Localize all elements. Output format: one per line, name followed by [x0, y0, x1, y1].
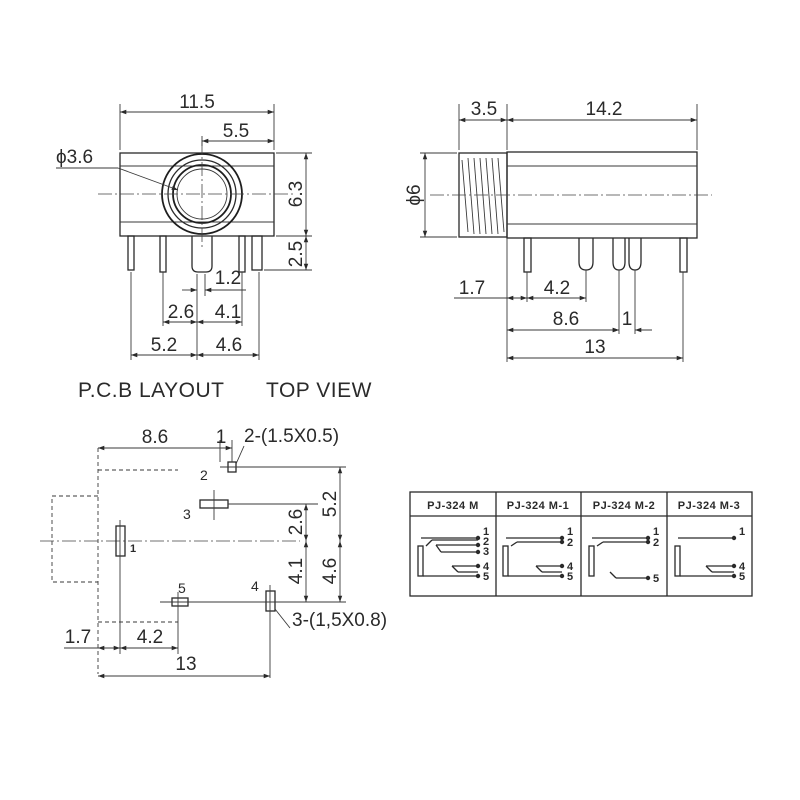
pj324m-pin-2: 2 — [483, 536, 489, 548]
dim-offset-c: 4.1 — [286, 558, 307, 584]
dim-bottom-spacing: 4.2 — [137, 627, 163, 648]
dim-body-length: 14.2 — [586, 99, 623, 120]
dim-hole-diameter: ϕ3.6 — [56, 147, 93, 168]
pj324m-pin-5: 5 — [483, 571, 489, 583]
pj324m-pin-3: 3 — [483, 546, 489, 558]
dim-slot-gap: 1 — [216, 427, 227, 448]
pj324m-1-pin-4: 4 — [567, 561, 574, 573]
pj324m-1-pin-1: 1 — [567, 526, 573, 538]
pcb-pin-5: 5 — [178, 580, 186, 596]
side-view: 3.5 14.2 ϕ6 1.7 4.2 8.6 1 13 — [404, 99, 712, 362]
dim-pin-offset-a: 1.2 — [215, 268, 241, 289]
schematic-pj324m-1: 1 2 4 5 — [502, 526, 574, 583]
dim-pin-pitch-left: 5.2 — [151, 335, 177, 356]
dim-pin-length: 2.5 — [286, 241, 307, 267]
dim-offset-b: 5.2 — [320, 491, 341, 517]
pj324m-3-pin-4: 4 — [739, 561, 746, 573]
pcb-pin-4: 4 — [251, 578, 259, 594]
dim-pin-pitch-right: 4.6 — [216, 335, 242, 356]
pcb-layout: 1 2 3 4 5 8.6 1 2-(1.5X0.5) 2.6 5.2 4.1 — [40, 426, 387, 679]
schematic-pj324m-2: 1 2 5 — [588, 526, 659, 585]
table-header-pj324m-2: PJ-324 M-2 — [593, 500, 655, 512]
schematic-pj324m-3: 1 4 5 — [674, 526, 746, 583]
schematic-pj324m: 1 2 3 4 5 — [417, 526, 490, 583]
dim-body-height: 6.3 — [286, 181, 307, 207]
dim-offset-a: 2.6 — [286, 509, 307, 535]
pj324m-2-pin-2: 2 — [653, 537, 659, 549]
dim-top-length: 8.6 — [142, 427, 168, 448]
dim-pin-span: 13 — [584, 337, 605, 358]
dim-half-width: 5.5 — [223, 121, 249, 142]
wiring-table: PJ-324 M PJ-324 M-1 PJ-324 M-2 PJ-324 M-… — [409, 491, 753, 597]
dim-thread-length: 3.5 — [471, 99, 497, 120]
pj324m-1-pin-5: 5 — [567, 571, 573, 583]
pcb-pin-1: 1 — [130, 543, 136, 555]
dim-front-offset: 1.7 — [459, 278, 485, 299]
table-header-pj324m-3: PJ-324 M-3 — [678, 500, 740, 512]
dim-pin-gap-a: 2.6 — [168, 302, 194, 323]
dim-overall-length: 13 — [175, 654, 196, 675]
pj324m-pin-4: 4 — [483, 561, 490, 573]
pj324m-3-pin-1: 1 — [739, 526, 745, 538]
table-header-pj324m: PJ-324 M — [427, 500, 479, 512]
pj324m-2-pin-1: 1 — [653, 526, 659, 538]
pcb-pin-2: 2 — [200, 467, 208, 483]
table-header-pj324m-1: PJ-324 M-1 — [507, 500, 569, 512]
caption-top-view: TOP VIEW — [266, 379, 372, 402]
pj324m-1-pin-2: 2 — [567, 537, 573, 549]
dim-pin-gap-b: 4.1 — [215, 302, 241, 323]
dim-slot-spec-a: 2-(1.5X0.5) — [244, 426, 339, 447]
pj324m-2-pin-5: 5 — [653, 573, 659, 585]
dim-pin-spacing-a: 4.2 — [544, 278, 570, 299]
dim-offset-d: 4.6 — [320, 558, 341, 584]
dim-thread-diameter: ϕ6 — [404, 184, 425, 205]
front-view: 11.5 5.5 ϕ3.6 6.3 2.5 1.2 2.6 4.1 — [56, 92, 312, 360]
dim-bottom-offset: 1.7 — [65, 627, 91, 648]
pj324m-3-pin-5: 5 — [739, 571, 745, 583]
pcb-pin-3: 3 — [183, 506, 191, 522]
dim-pin-gap: 1 — [622, 309, 633, 330]
dim-overall-width: 11.5 — [179, 92, 215, 113]
dim-pin-spacing-b: 8.6 — [553, 309, 579, 330]
dim-slot-spec-b: 3-(1,5X0.8) — [292, 610, 387, 631]
caption-pcb-layout: P.C.B LAYOUT — [78, 379, 224, 402]
pj324m-pin-1: 1 — [483, 526, 489, 538]
